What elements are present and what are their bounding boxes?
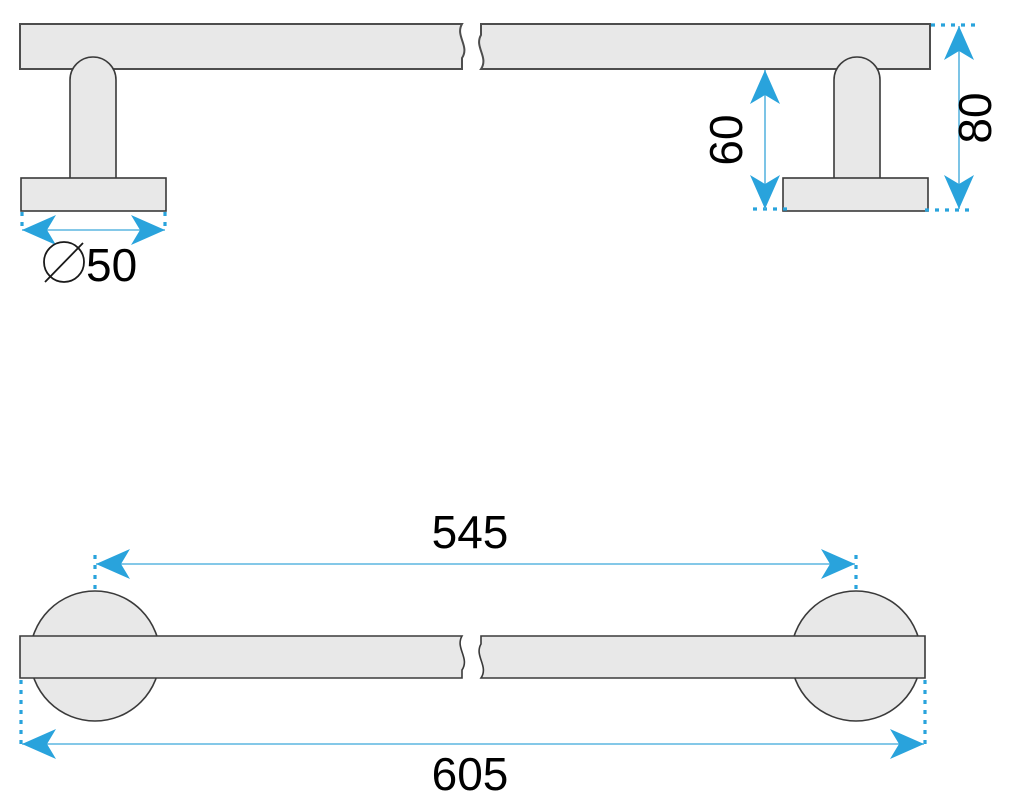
dimension-diameter-50: 50: [20, 212, 167, 291]
side-elevation-view: 50 60 80: [19, 23, 1001, 291]
dimension-label-60: 60: [700, 114, 752, 165]
rail-bar-left-segment: [19, 23, 466, 70]
top-plan-view: 545 605: [19, 506, 927, 800]
dimension-label-545: 545: [432, 506, 509, 558]
plan-bar-left-segment: [19, 635, 466, 679]
bracket-left-stem: [69, 56, 117, 181]
dimension-height-60: 60: [700, 70, 790, 211]
dimension-label-605: 605: [432, 748, 509, 800]
rail-bar-right-segment: [478, 23, 931, 70]
diameter-symbol-icon: [43, 241, 85, 283]
dimension-length-545: 545: [93, 506, 858, 595]
dimension-label-80: 80: [949, 92, 1001, 143]
dimension-height-80: 80: [925, 23, 1001, 212]
plan-bar-right-segment: [478, 635, 926, 679]
bracket-left: [20, 56, 167, 212]
bracket-right-stem: [833, 56, 881, 181]
bracket-right: [782, 56, 929, 212]
bracket-left-base-plate: [20, 177, 167, 212]
dimension-label-50: 50: [86, 239, 137, 291]
bracket-right-base-plate: [782, 177, 929, 212]
dimension-length-605: 605: [19, 680, 927, 800]
